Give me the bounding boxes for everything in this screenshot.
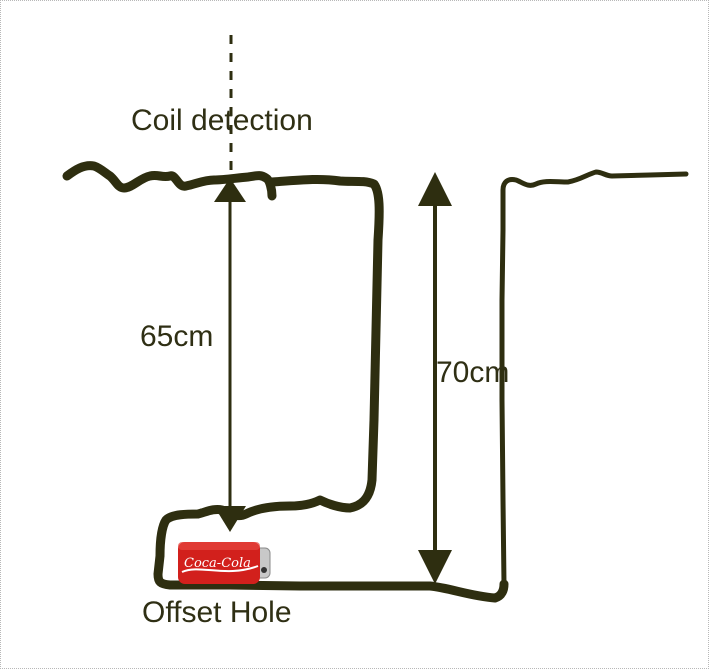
- coil-detection-label: Coil detection: [131, 104, 313, 137]
- can-logo-text: Coca-Cola: [184, 556, 251, 571]
- ground-surface-left: [62, 161, 277, 201]
- offset-hole-outline: [153, 174, 509, 603]
- depth-65-arrow-head-top: [214, 178, 246, 202]
- depth-70-arrow-head-top: [418, 172, 452, 206]
- depth-70-label: 70cm: [436, 356, 510, 389]
- depth-65-label: 65cm: [140, 320, 214, 353]
- soda-can: Coca-Cola: [178, 542, 271, 584]
- offset-hole-label: Offset Hole: [142, 596, 292, 629]
- depth-70-arrow-head-bottom: [418, 550, 452, 584]
- depth-65-arrow-head-bottom: [214, 506, 246, 532]
- main-hole-right-wall: [499, 169, 689, 587]
